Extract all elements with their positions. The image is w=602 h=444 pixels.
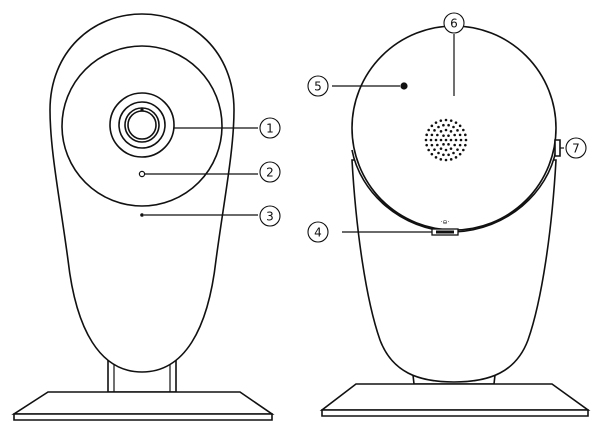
speaker-hole bbox=[454, 121, 458, 124]
speaker-hole bbox=[437, 125, 440, 129]
speaker-hole bbox=[444, 158, 448, 162]
callout-1: 1 bbox=[259, 117, 281, 139]
callout-4: 4 bbox=[307, 221, 329, 243]
speaker-hole bbox=[458, 124, 462, 128]
side-button bbox=[554, 139, 561, 157]
svg-text:6: 6 bbox=[450, 17, 458, 31]
speaker-hole bbox=[462, 128, 465, 132]
speaker-hole bbox=[444, 138, 448, 142]
speaker-hole bbox=[439, 130, 443, 133]
speaker-hole bbox=[439, 138, 443, 142]
speaker-hole bbox=[444, 118, 448, 122]
speaker-hole bbox=[464, 133, 467, 137]
back-view: ·⊖· 4 5 6 7 bbox=[307, 12, 591, 417]
indicator-light bbox=[138, 170, 146, 178]
svg-text:4: 4 bbox=[314, 226, 322, 240]
svg-text:7: 7 bbox=[572, 142, 580, 156]
speaker-hole bbox=[447, 123, 450, 127]
speaker-hole bbox=[449, 130, 453, 133]
speaker-hole bbox=[434, 138, 438, 142]
callout-7: 7 bbox=[565, 137, 587, 159]
speaker-hole bbox=[429, 138, 433, 142]
speaker-hole bbox=[444, 128, 448, 132]
speaker-hole bbox=[453, 133, 456, 137]
speaker-hole bbox=[427, 128, 430, 132]
svg-text:·⊖·: ·⊖· bbox=[441, 219, 450, 226]
speaker-hole bbox=[458, 143, 462, 147]
speaker-hole bbox=[427, 148, 430, 152]
speaker-hole bbox=[447, 134, 450, 137]
speaker-hole bbox=[449, 138, 453, 142]
speaker-hole bbox=[439, 119, 443, 122]
front-base bbox=[11, 391, 275, 421]
speaker-hole bbox=[442, 134, 445, 137]
speaker-hole bbox=[447, 143, 450, 146]
speaker-grille bbox=[424, 118, 468, 162]
back-base bbox=[319, 383, 591, 417]
callout-2: 2 bbox=[259, 161, 281, 183]
speaker-hole bbox=[444, 148, 448, 152]
callout-3: 3 bbox=[259, 205, 281, 227]
speaker-hole bbox=[430, 133, 434, 137]
speaker-hole bbox=[458, 152, 462, 156]
speaker-hole bbox=[456, 129, 459, 132]
speaker-hole bbox=[462, 148, 465, 152]
speaker-hole bbox=[433, 148, 436, 151]
speaker-hole bbox=[434, 156, 438, 159]
speaker-hole bbox=[449, 119, 453, 122]
speaker-hole bbox=[449, 158, 453, 161]
front-view: 1 2 3 bbox=[11, 13, 281, 421]
speaker-hole bbox=[439, 158, 443, 161]
reset-hole bbox=[400, 82, 408, 90]
speaker-hole bbox=[454, 138, 458, 142]
callout-6: 6 bbox=[443, 12, 465, 34]
speaker-hole bbox=[452, 125, 455, 129]
speaker-hole bbox=[449, 147, 453, 150]
speaker-hole bbox=[424, 138, 428, 142]
speaker-hole bbox=[425, 143, 428, 147]
speaker-hole bbox=[447, 153, 450, 157]
speaker-hole bbox=[425, 133, 428, 137]
callout-5: 5 bbox=[307, 75, 329, 97]
speaker-hole bbox=[436, 143, 439, 147]
svg-text:3: 3 bbox=[266, 210, 274, 224]
speaker-hole bbox=[434, 121, 438, 124]
speaker-hole bbox=[433, 129, 436, 132]
speaker-hole bbox=[442, 143, 445, 146]
speaker-hole bbox=[456, 148, 459, 151]
speaker-hole bbox=[437, 151, 440, 155]
speaker-hole bbox=[442, 123, 445, 127]
speaker-hole bbox=[439, 147, 443, 150]
speaker-hole bbox=[442, 153, 445, 157]
microphone-hole bbox=[140, 213, 144, 217]
speaker-hole bbox=[458, 133, 462, 137]
speaker-hole bbox=[464, 138, 468, 142]
speaker-hole bbox=[453, 143, 456, 147]
svg-text:5: 5 bbox=[314, 80, 322, 94]
speaker-hole bbox=[459, 138, 463, 142]
svg-text:2: 2 bbox=[266, 166, 274, 180]
speaker-hole bbox=[464, 143, 467, 147]
speaker-hole bbox=[430, 143, 434, 147]
speaker-hole bbox=[430, 152, 434, 156]
lens bbox=[109, 92, 175, 158]
svg-text:1: 1 bbox=[266, 122, 274, 136]
speaker-hole bbox=[454, 156, 458, 159]
speaker-hole bbox=[430, 124, 434, 128]
speaker-hole bbox=[452, 151, 455, 155]
speaker-hole bbox=[436, 133, 439, 137]
